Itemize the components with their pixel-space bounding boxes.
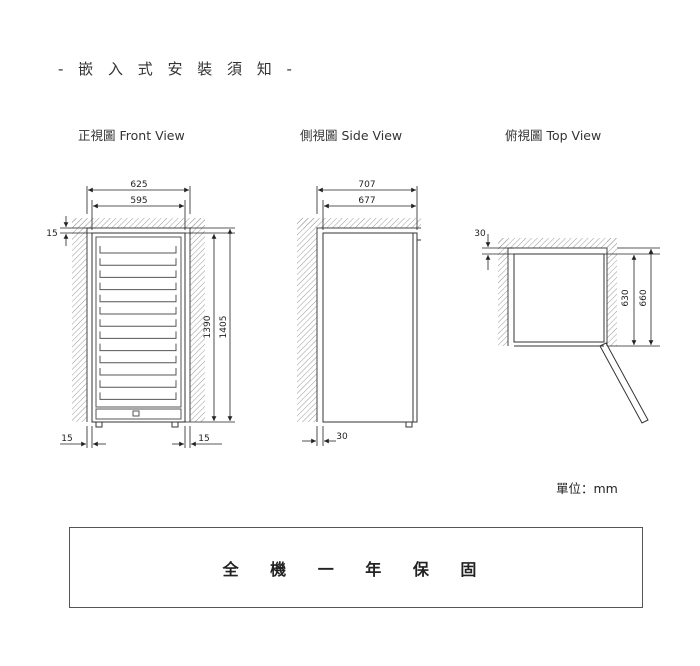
dim-front-1405: 1405 xyxy=(219,316,229,339)
dim-front-right-gap: 15 xyxy=(198,434,209,444)
shelf-2 xyxy=(99,258,177,266)
dim-side-707: 707 xyxy=(358,180,375,190)
shelf-5 xyxy=(99,294,177,303)
top-wall-back xyxy=(498,238,617,248)
front-wall-top xyxy=(72,218,205,228)
dim-side-30: 30 xyxy=(336,432,348,442)
side-wall-back xyxy=(297,218,317,422)
top-view xyxy=(498,238,649,424)
front-feet xyxy=(95,421,179,428)
side-wall-top xyxy=(297,218,421,228)
shelf-3 xyxy=(99,270,177,278)
shelf-1 xyxy=(99,246,177,254)
shelf-7 xyxy=(99,319,177,327)
shelf-9 xyxy=(99,343,177,352)
dim-front-625: 625 xyxy=(130,180,147,190)
shelf-10 xyxy=(99,355,177,364)
dim-top-630: 630 xyxy=(621,289,631,306)
front-view xyxy=(72,218,205,423)
top-view-label: 俯視圖 Top View xyxy=(505,128,602,143)
top-fridge-body xyxy=(513,253,605,343)
side-fridge-body xyxy=(322,232,414,423)
dim-front-top-gap: 15 xyxy=(46,229,57,239)
dim-front-1390: 1390 xyxy=(203,315,213,338)
shelf-13 xyxy=(99,392,177,400)
dim-side-677: 677 xyxy=(358,196,375,206)
top-wall-left xyxy=(498,238,508,346)
warranty-text: 全 機 一 年 保 固 xyxy=(222,559,490,579)
shelf-12 xyxy=(99,380,177,388)
front-wall-right xyxy=(190,218,205,422)
page-title: - 嵌 入 式 安 裝 須 知 - xyxy=(58,60,297,78)
front-view-label: 正視圖 Front View xyxy=(78,128,185,143)
unit-label: 單位：mm xyxy=(556,481,618,496)
shelf-4 xyxy=(99,282,177,291)
front-wall-left xyxy=(72,218,87,422)
shelf-6 xyxy=(99,307,177,315)
shelf-11 xyxy=(99,368,177,376)
shelf-8 xyxy=(99,331,177,339)
dim-front-595: 595 xyxy=(130,196,147,206)
side-view-label: 側視圖 Side View xyxy=(300,128,403,143)
dim-top-660: 660 xyxy=(639,289,649,306)
side-door xyxy=(412,232,418,423)
front-fridge-body xyxy=(91,232,186,423)
top-wall-right xyxy=(607,238,617,346)
dim-top-30: 30 xyxy=(474,229,486,239)
warranty-box: 全 機 一 年 保 固 xyxy=(69,527,643,608)
front-shelves xyxy=(99,246,177,400)
dim-front-left-gap: 15 xyxy=(61,434,72,444)
side-view xyxy=(297,218,421,428)
top-open-door xyxy=(599,342,649,424)
front-vent xyxy=(95,408,182,420)
